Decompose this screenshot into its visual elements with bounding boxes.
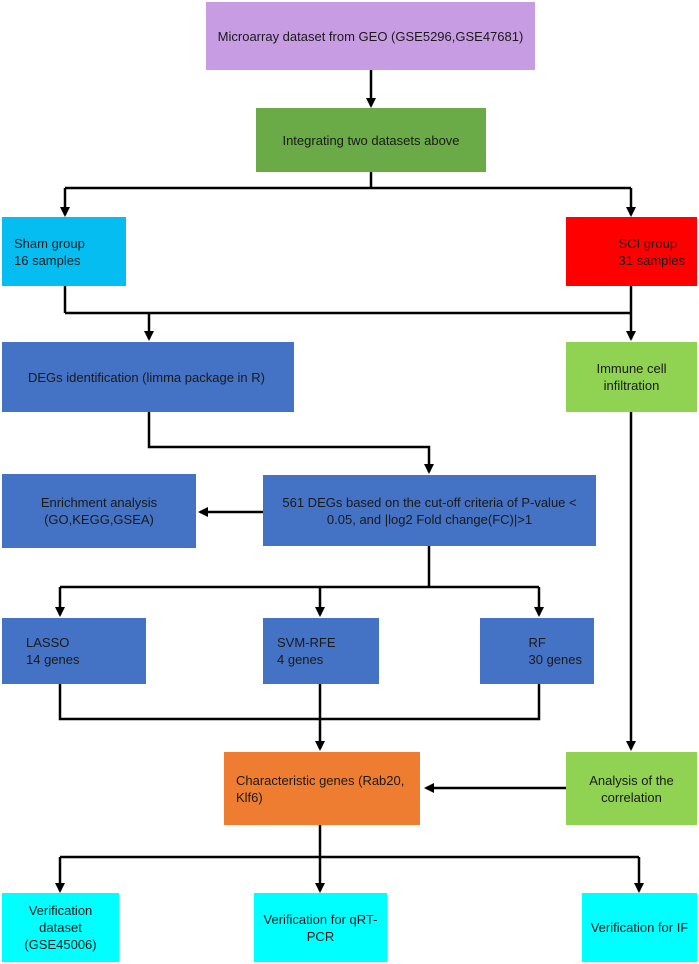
node-verification-if-label: Verification for IF bbox=[590, 920, 689, 935]
node-lasso: LASSO 14 genes bbox=[2, 618, 146, 684]
node-immune-infiltration-label: Immune cell infiltration bbox=[596, 361, 667, 393]
node-enrichment-analysis-label: Enrichment analysis (GO,KEGG,GSEA) bbox=[40, 495, 158, 527]
node-sci-group: SCI group 31 samples bbox=[566, 217, 697, 286]
node-sci-group-label: SCI group 31 samples bbox=[618, 235, 685, 268]
node-geo-dataset-label: Microarray dataset from GEO (GSE5296,GSE… bbox=[217, 28, 524, 44]
node-561-degs: 561 DEGs based on the cut-off criteria o… bbox=[263, 475, 596, 546]
node-verification-dataset: Verification dataset (GSE45006) bbox=[2, 893, 119, 962]
connector-methods-merge bbox=[58, 684, 541, 721]
node-svm-rfe-label: SVM-RFE 4 genes bbox=[277, 635, 336, 667]
node-enrichment-analysis: Enrichment analysis (GO,KEGG,GSEA) bbox=[2, 474, 196, 548]
node-rf: RF 30 genes bbox=[480, 618, 594, 684]
node-verification-dataset-label: Verification dataset (GSE45006) bbox=[24, 903, 97, 952]
node-correlation-analysis: Analysis of the correlation bbox=[566, 752, 697, 825]
node-characteristic-genes: Characteristic genes (Rab20, Klf6) bbox=[224, 752, 420, 825]
arrow-degs-id-to-561 bbox=[147, 412, 434, 474]
node-sham-group: Sham group 16 samples bbox=[2, 217, 126, 286]
node-degs-identification: DEGs identification (limma package in R) bbox=[2, 342, 294, 412]
node-verification-if: Verification for IF bbox=[582, 893, 697, 962]
node-integrate: Integrating two datasets above bbox=[256, 108, 486, 172]
node-geo-dataset: Microarray dataset from GEO (GSE5296,GSE… bbox=[206, 2, 535, 70]
node-561-degs-label: 561 DEGs based on the cut-off criteria o… bbox=[282, 494, 577, 527]
node-integrate-label: Integrating two datasets above bbox=[282, 132, 460, 148]
node-degs-identification-label: DEGs identification (limma package in R) bbox=[28, 369, 265, 385]
node-immune-infiltration: Immune cell infiltration bbox=[566, 342, 697, 412]
node-sham-group-label: Sham group 16 samples bbox=[14, 235, 85, 268]
node-verification-qrt-pcr: Verification for qRT- PCR bbox=[254, 893, 387, 962]
node-correlation-analysis-label: Analysis of the correlation bbox=[589, 772, 674, 805]
node-rf-label: RF 30 genes bbox=[528, 635, 583, 667]
node-lasso-label: LASSO 14 genes bbox=[26, 635, 80, 667]
node-characteristic-genes-label: Characteristic genes (Rab20, Klf6) bbox=[236, 772, 405, 805]
node-verification-qrt-pcr-label: Verification for qRT- PCR bbox=[263, 911, 378, 944]
node-svm-rfe: SVM-RFE 4 genes bbox=[263, 618, 379, 684]
